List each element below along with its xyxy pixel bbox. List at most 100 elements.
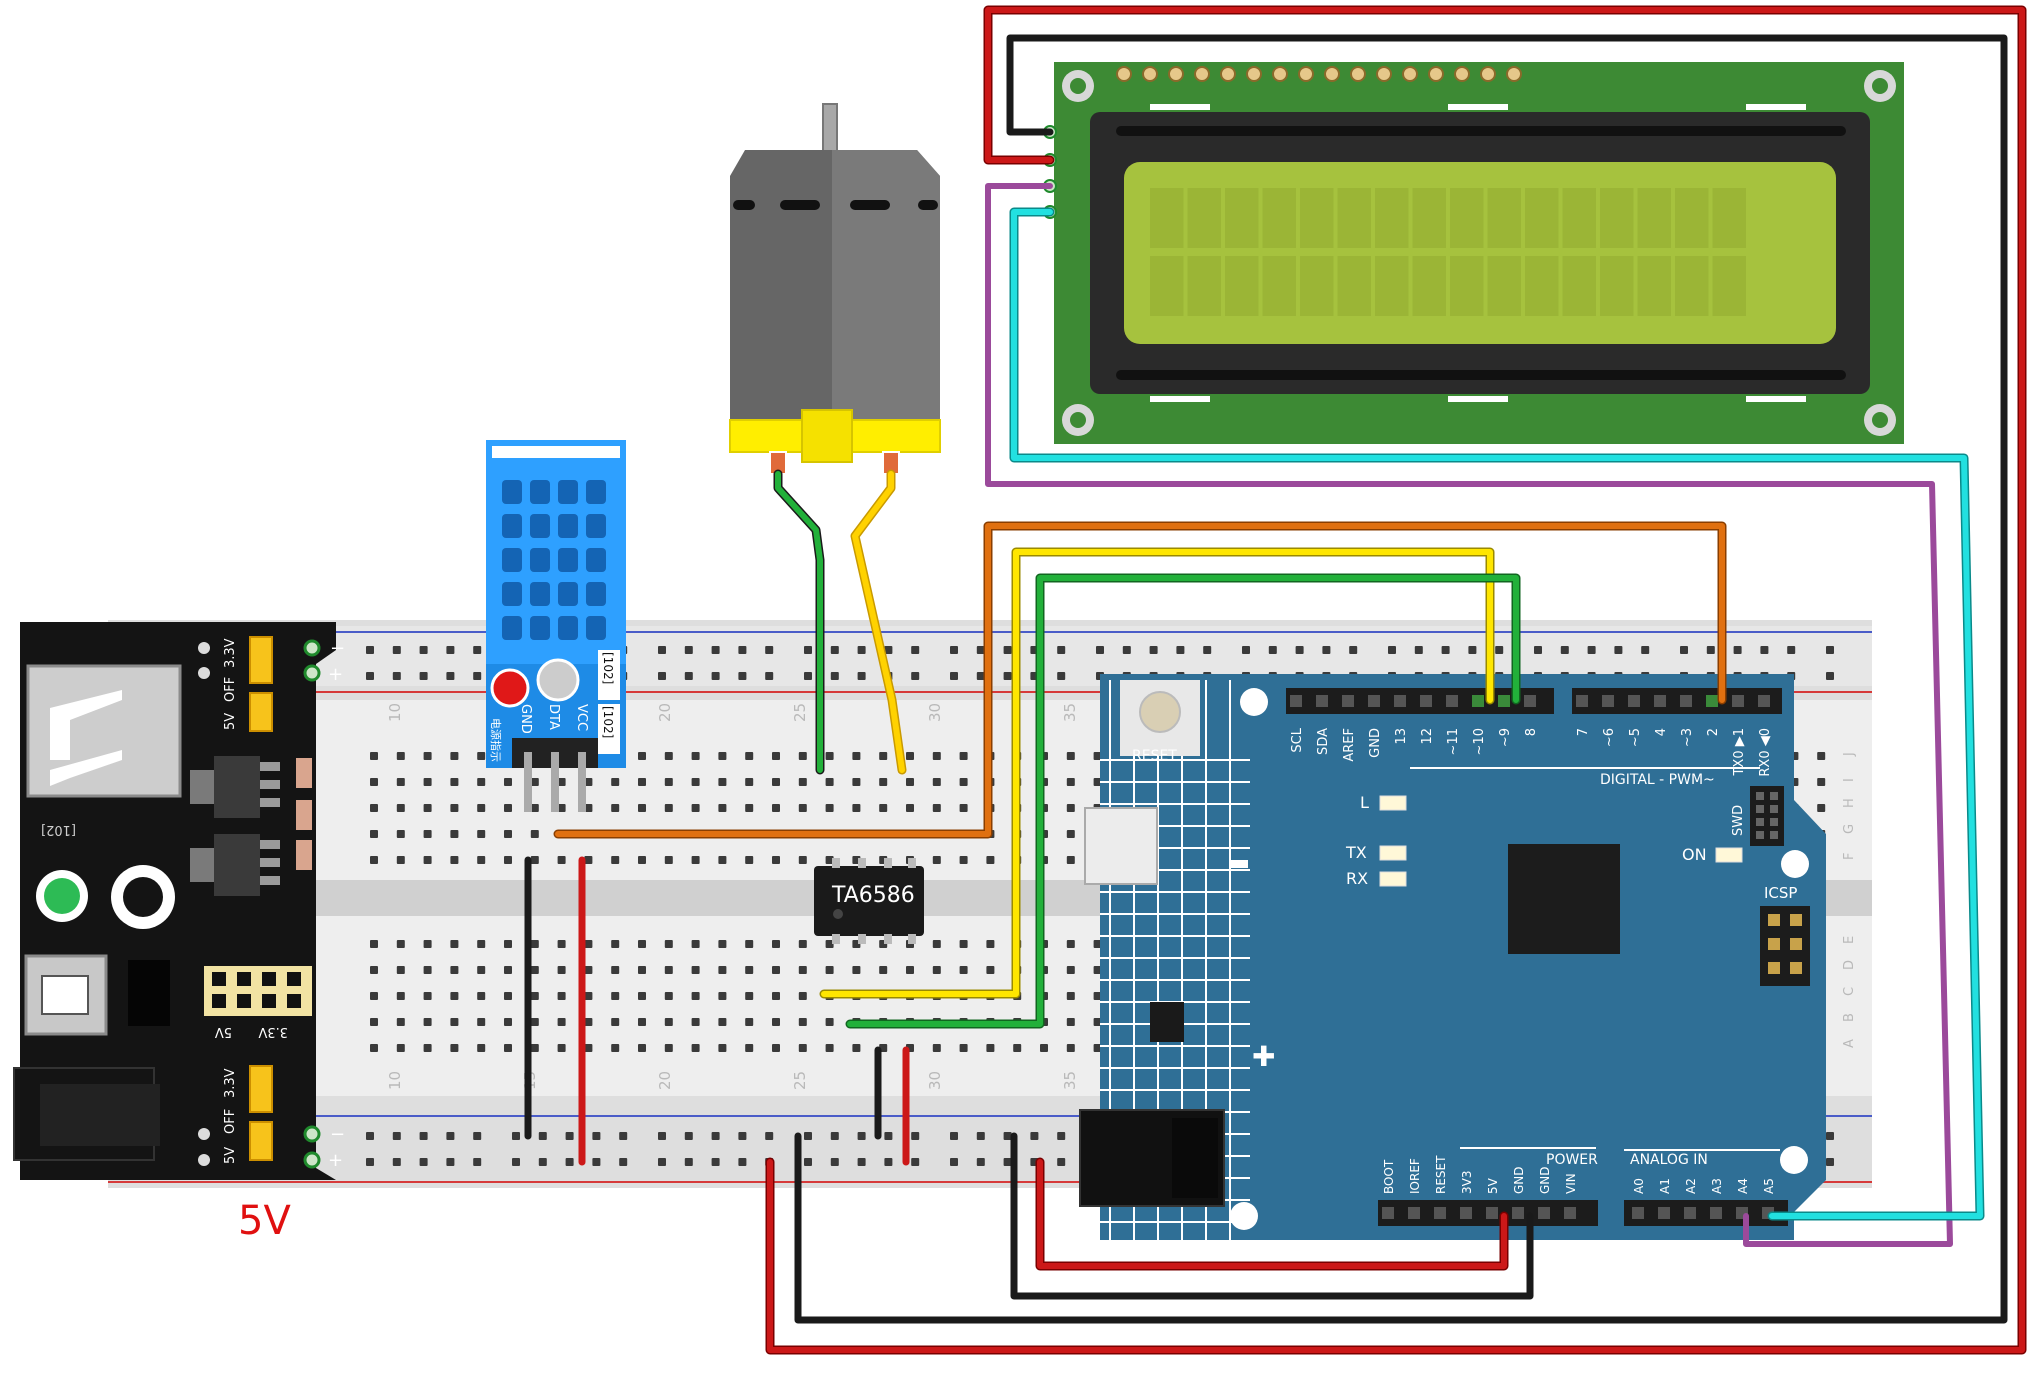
breadboard-rail-hole — [830, 672, 839, 680]
breadboard-hole — [852, 752, 861, 760]
power-pin — [1512, 1207, 1524, 1219]
breadboard-hole — [879, 752, 888, 760]
lcd-cell — [1375, 188, 1409, 248]
breadboard-hole — [396, 830, 405, 838]
breadboard-hole — [1817, 752, 1826, 760]
swd-pin — [1756, 805, 1764, 813]
lcd-cell — [1150, 188, 1184, 248]
jumper-block-bottom[interactable] — [249, 1065, 273, 1113]
breadboard-hole — [611, 778, 620, 786]
lcd-bezel-groove — [1116, 126, 1846, 136]
jumper-label: 3.3V — [223, 1068, 238, 1098]
reset-button[interactable] — [1139, 691, 1181, 733]
breadboard-hole — [1066, 778, 1075, 786]
analog-header — [1624, 1200, 1788, 1226]
breadboard-rail-hole — [976, 646, 985, 654]
breadboard-hole — [530, 992, 539, 1000]
breadboard-rail-hole — [392, 1132, 401, 1140]
breadboard-hole — [959, 1044, 968, 1052]
breadboard-rail-hole — [765, 672, 774, 680]
breadboard-rail-hole — [830, 646, 839, 654]
lcd-pin — [1428, 66, 1444, 82]
breadboard-hole — [932, 940, 941, 948]
digital-pin — [1342, 695, 1354, 707]
breadboard-hole — [664, 752, 673, 760]
breadboard-hole — [1066, 830, 1075, 838]
breadboard-rail-hole — [473, 672, 482, 680]
power-pin-label: 5V — [1486, 1177, 1500, 1194]
breadboard-hole — [557, 1044, 566, 1052]
analog-section-label: ANALOG IN — [1630, 1152, 1708, 1168]
arduino-mount-hole — [1780, 1146, 1808, 1174]
breadboard-hole — [718, 804, 727, 812]
breadboard-rail-hole — [658, 646, 666, 654]
breadboard-hole — [584, 856, 593, 864]
power-module-hole — [198, 667, 210, 679]
breadboard-rail-hole — [1268, 646, 1277, 654]
breadboard-hole — [396, 856, 405, 864]
breadboard-hole — [691, 940, 700, 948]
digital-pin — [1472, 695, 1484, 707]
breadboard-rail-hole — [1003, 646, 1012, 654]
lcd-cell — [1712, 188, 1746, 248]
breadboard-hole — [396, 940, 405, 948]
breadboard-hole — [825, 778, 834, 786]
power-module-pin — [303, 1125, 321, 1143]
digital-pin — [1524, 695, 1536, 707]
arduino-mount-hole — [1781, 850, 1809, 878]
breadboard-hole — [691, 992, 700, 1000]
wire-red-lcd-vcc — [767, 7, 2025, 1353]
breadboard-rail-hole — [1826, 672, 1834, 680]
analog-pin-label: A0 — [1632, 1178, 1646, 1194]
breadboard-hole — [450, 992, 459, 1000]
bb-col-num-bottom: 10 — [386, 1071, 404, 1090]
breadboard-hole — [450, 966, 459, 974]
usb-contact — [50, 750, 122, 786]
breadboard-hole — [611, 1018, 620, 1026]
motor-shaft — [822, 103, 838, 155]
regulator-pin — [260, 840, 280, 849]
dht-pin — [524, 752, 532, 812]
breadboard-hole — [504, 966, 512, 974]
lcd-mark — [1746, 104, 1806, 110]
breadboard-rail-hole — [711, 672, 720, 680]
breadboard-hole — [477, 940, 486, 948]
icsp-pin — [1790, 938, 1802, 950]
breadboard-hole — [557, 966, 566, 974]
arduino-mount-hole — [1230, 1202, 1258, 1230]
breadboard-rail-hole — [419, 646, 428, 654]
breadboard-rail-hole — [765, 646, 774, 654]
digital-pin — [1732, 695, 1744, 707]
breadboard-hole — [504, 992, 512, 1000]
breadboard-rail-hole — [911, 1132, 920, 1140]
power-pin — [1538, 1207, 1550, 1219]
breadboard-hole — [477, 830, 486, 838]
dht-note: 电源指示 — [489, 718, 503, 762]
chip-pin — [908, 858, 916, 868]
digital-pin-label: ~5 — [1628, 728, 1643, 747]
jumper-block-bottom[interactable] — [249, 1121, 273, 1161]
header-pin — [287, 972, 301, 986]
lcd-pin — [1272, 66, 1288, 82]
breadboard-rail-hole — [1003, 1132, 1012, 1140]
jumper-block-top[interactable] — [249, 692, 273, 732]
dht-pin-label: GND — [518, 704, 533, 734]
breadboard-rail-hole — [857, 646, 866, 654]
breadboard-rail-hole — [619, 1132, 628, 1140]
jumper-block-top[interactable] — [249, 636, 273, 684]
lcd-cell — [1412, 256, 1446, 316]
voltage-regulator — [214, 756, 260, 818]
voltage-regulator — [214, 834, 260, 896]
reset-label: RESET — [1132, 748, 1177, 764]
breadboard-hole — [932, 778, 941, 786]
digital-pin — [1446, 695, 1458, 707]
digital-pin-label: AREF — [1342, 728, 1357, 762]
breadboard-hole — [638, 940, 646, 948]
breadboard-hole — [959, 804, 968, 812]
push-button[interactable] — [128, 960, 170, 1026]
breadboard-hole — [584, 804, 593, 812]
dc-jack-body — [40, 1084, 160, 1146]
breadboard-hole — [396, 966, 405, 974]
breadboard-rail-hole — [884, 1132, 893, 1140]
